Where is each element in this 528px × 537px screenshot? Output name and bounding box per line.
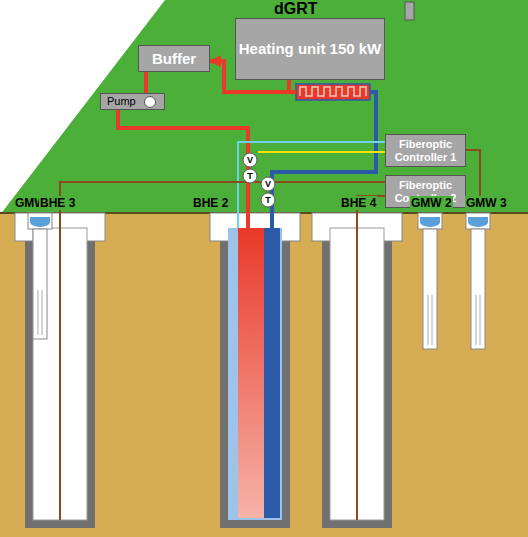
soil — [0, 213, 528, 537]
heat-exchanger — [289, 84, 370, 100]
fiber-cable — [357, 196, 385, 520]
sensor-letter: T — [247, 171, 253, 181]
box-label: Pump — [107, 95, 136, 108]
fiber-cable — [60, 182, 385, 520]
pipe-connector — [144, 72, 148, 93]
box-label: Buffer — [152, 50, 196, 67]
monitoring-well — [28, 213, 490, 349]
fiber-cable — [238, 142, 385, 228]
equipment-box: Heating unit 150 kW — [235, 18, 385, 80]
supply-pipe — [118, 109, 248, 228]
borehole-name: GMW 3 — [465, 196, 508, 210]
borehole-name: BHE 3 — [39, 196, 76, 210]
box-label: Heating unit 150 kW — [239, 40, 382, 57]
diagram-title: dGRT — [274, 0, 318, 18]
box-label: Fiberoptic Controller 1 — [386, 138, 465, 163]
pump-symbol — [144, 96, 156, 108]
chimney — [405, 2, 414, 20]
pump-box: Pump — [100, 93, 165, 110]
sensor-symbol — [243, 153, 275, 207]
equipment-box: Fiberoptic Controller 1 — [385, 134, 466, 167]
fiber-cable — [258, 151, 385, 153]
borehole-bhe2 — [210, 213, 300, 528]
borehole-name: BHE 4 — [340, 196, 377, 210]
equipment-box: Buffer — [138, 45, 210, 72]
sensor-letter: T — [265, 195, 271, 205]
sensor-letter: V — [265, 179, 271, 189]
borehole-name: BHE 2 — [192, 196, 229, 210]
sensor-letter: V — [247, 155, 253, 165]
borehole-name: GMW 2 — [410, 196, 453, 210]
